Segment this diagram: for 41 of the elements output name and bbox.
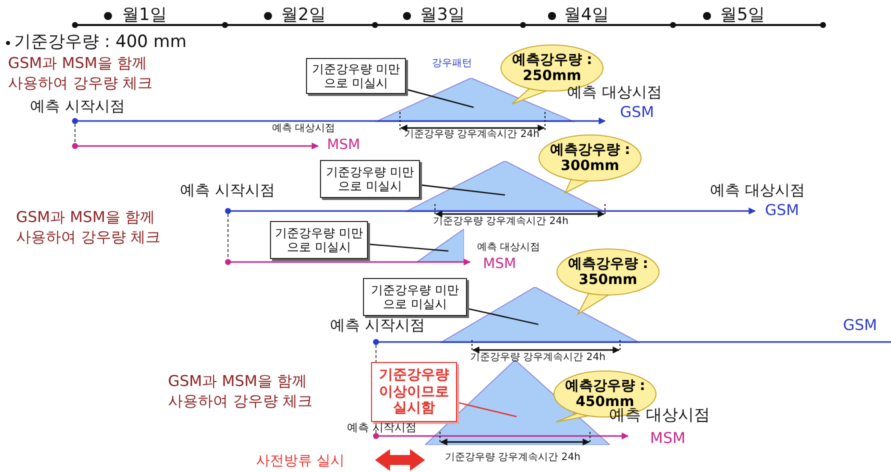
model-label: MSM	[483, 256, 516, 272]
date-label: 월3일	[420, 6, 465, 26]
start-label: 예측 시작시점	[347, 422, 416, 435]
model-label: MSM	[650, 430, 686, 448]
model-label: GSM	[843, 317, 878, 334]
callout-box: 기준강우량 미만 으로 미실시	[320, 160, 420, 198]
start-label: 예측 시작시점	[330, 317, 425, 334]
note-text: GSM과 MSM을 함께 사용하여 강우량 체크	[8, 54, 154, 93]
leader-line	[368, 244, 448, 252]
callout-box: 기준강우량 미만 으로 미실시	[363, 278, 467, 316]
target-label: 예측 대상시점	[272, 123, 336, 134]
leader-line	[466, 308, 538, 325]
action-label: 사전방류 실시	[256, 453, 344, 470]
date-label: 월2일	[281, 6, 326, 26]
start-label: 예측 시작시점	[180, 182, 275, 200]
callout-box: 기준강우량 미만 으로 미실시	[270, 221, 368, 259]
model-label: GSM	[620, 104, 654, 122]
target-label: 예측 대상시점	[477, 242, 540, 254]
rain-pattern-triangle	[417, 229, 464, 262]
start-label: 예측 시작시점	[30, 98, 125, 116]
callout-box: 기준강우량 이상이므로 실시함	[371, 362, 457, 422]
duration-label: 기준강우량 강우계속시간 24h	[404, 129, 540, 140]
leader-line	[456, 402, 517, 418]
callout-box: 기준강우량 미만 으로 미실시	[306, 58, 406, 94]
duration-label: 기준강우량 강우계속시간 24h	[470, 352, 606, 364]
leader-line	[406, 88, 474, 108]
duration-label: 기준강우량 강우계속시간 24h	[445, 452, 580, 464]
target-label: 예측 대상시점	[710, 182, 805, 200]
target-label: 예측 대상시점	[567, 84, 662, 102]
note-text: GSM과 MSM을 함께 사용하여 강우량 체크	[168, 372, 314, 411]
date-label: 월4일	[564, 6, 609, 26]
note-text: GSM과 MSM을 함께 사용하여 강우량 체크	[16, 208, 162, 247]
threshold-note: 기준강우량 : 400 mm	[14, 33, 187, 53]
duration-label: 기준강우량 강우계속시간 24h	[433, 216, 568, 228]
date-label: 월5일	[720, 6, 765, 26]
date-label: 월1일	[122, 6, 167, 26]
pattern-caption: 강우패턴	[432, 58, 472, 70]
target-label: 예측 대상시점	[609, 406, 710, 424]
leader-line	[420, 184, 506, 196]
model-label: GSM	[765, 202, 800, 220]
model-label: MSM	[327, 137, 360, 154]
